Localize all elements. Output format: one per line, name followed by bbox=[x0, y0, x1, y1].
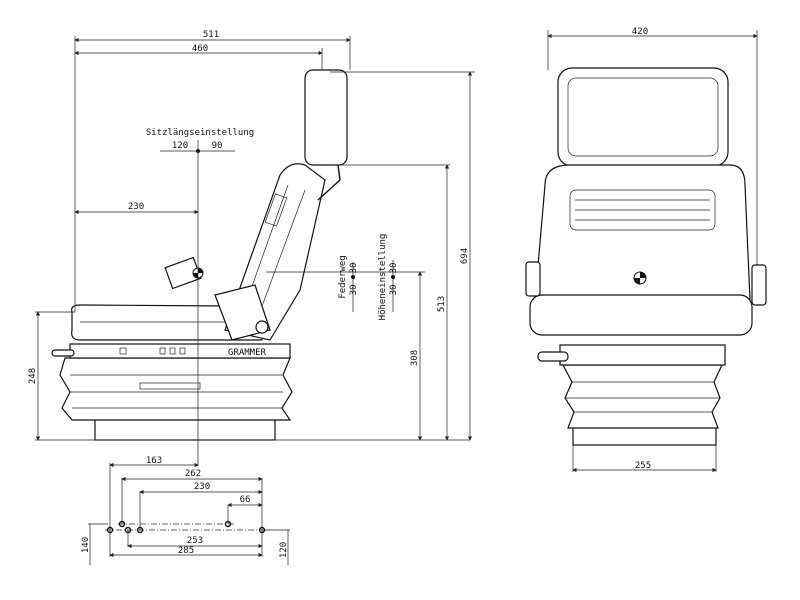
dimension-label: 66 bbox=[240, 495, 251, 505]
dimension-label: 120 bbox=[279, 542, 289, 558]
dimension-label: 30 bbox=[349, 263, 359, 274]
drawing-line bbox=[159, 347, 166, 355]
side-pedestal bbox=[94, 417, 276, 441]
dimension-label: 253 bbox=[187, 536, 203, 546]
dimension-label: 262 bbox=[185, 469, 201, 479]
dimension-label: 230 bbox=[128, 202, 144, 212]
dimension-label: 30 bbox=[349, 285, 359, 296]
front-bellows bbox=[562, 364, 723, 429]
dimension-label: 30 bbox=[389, 263, 399, 274]
dimension-label: 230 bbox=[194, 482, 210, 492]
front-armrest-right bbox=[751, 264, 767, 306]
dimension-label: 420 bbox=[632, 27, 648, 37]
drawing-line bbox=[569, 189, 716, 231]
drawing-line bbox=[70, 374, 283, 409]
dimension-label: 30 bbox=[389, 285, 399, 296]
side-view-seat: GRAMMER bbox=[51, 69, 348, 441]
drawing-line bbox=[136, 526, 144, 534]
drawing-line bbox=[565, 381, 720, 413]
side-view-dimensions: 511 460 230 694 513 308 248 Sitzlängsein… bbox=[28, 30, 475, 441]
drawing-line bbox=[106, 526, 114, 534]
mounting-pattern: 163 262 230 66 253 285 140 120 bbox=[81, 440, 290, 565]
dimension-label: 460 bbox=[192, 44, 208, 54]
side-lever bbox=[51, 349, 75, 357]
drawing-line bbox=[352, 260, 394, 312]
drawing-line bbox=[88, 440, 290, 565]
drawing-line bbox=[169, 347, 176, 355]
side-pivot bbox=[255, 320, 269, 334]
suspension-travel-label: Federweg bbox=[338, 255, 348, 298]
dimension-label: 308 bbox=[410, 350, 420, 366]
dimension-label: 248 bbox=[28, 368, 38, 384]
front-headrest bbox=[557, 67, 729, 167]
dimension-label: 90 bbox=[212, 141, 223, 151]
drawing-line bbox=[119, 347, 127, 355]
height-adjust-label: Höheneinstellung bbox=[378, 234, 388, 321]
drawing-line bbox=[634, 272, 646, 284]
front-view-seat bbox=[525, 67, 767, 446]
drawing-line bbox=[547, 30, 758, 472]
brand-mark: GRAMMER bbox=[228, 348, 267, 358]
dimension-label: 694 bbox=[460, 248, 470, 264]
front-backrest bbox=[534, 164, 751, 301]
dimension-label: 513 bbox=[437, 296, 447, 312]
drawing-line bbox=[196, 149, 200, 153]
drawing-line bbox=[224, 520, 232, 528]
dimension-label: 120 bbox=[172, 141, 188, 151]
drawing-line bbox=[258, 526, 266, 534]
front-lever bbox=[537, 351, 569, 362]
front-seat-cushion bbox=[529, 294, 753, 336]
fore-aft-label: Sitzlängseinstellung bbox=[146, 128, 254, 138]
drawing-line bbox=[139, 382, 201, 390]
dimension-label: 140 bbox=[81, 537, 91, 553]
front-view-dimensions: 420 255 bbox=[547, 27, 758, 473]
drawing-line bbox=[351, 275, 355, 279]
dimension-label: 511 bbox=[203, 30, 219, 40]
drawing-line bbox=[391, 275, 395, 279]
front-armrest-left bbox=[525, 261, 541, 297]
front-suspension bbox=[559, 344, 726, 366]
drawing-line bbox=[567, 77, 719, 157]
dimension-label: 255 bbox=[635, 461, 651, 471]
side-headrest bbox=[304, 69, 348, 166]
drawing-line bbox=[575, 199, 710, 221]
drawing-line bbox=[317, 164, 341, 201]
dimension-label: 163 bbox=[146, 456, 162, 466]
drawing-line bbox=[264, 193, 288, 227]
drawing-line bbox=[124, 526, 132, 534]
drawing-line bbox=[179, 347, 186, 355]
drawing-line bbox=[118, 520, 126, 528]
dimension-label: 285 bbox=[178, 546, 194, 556]
